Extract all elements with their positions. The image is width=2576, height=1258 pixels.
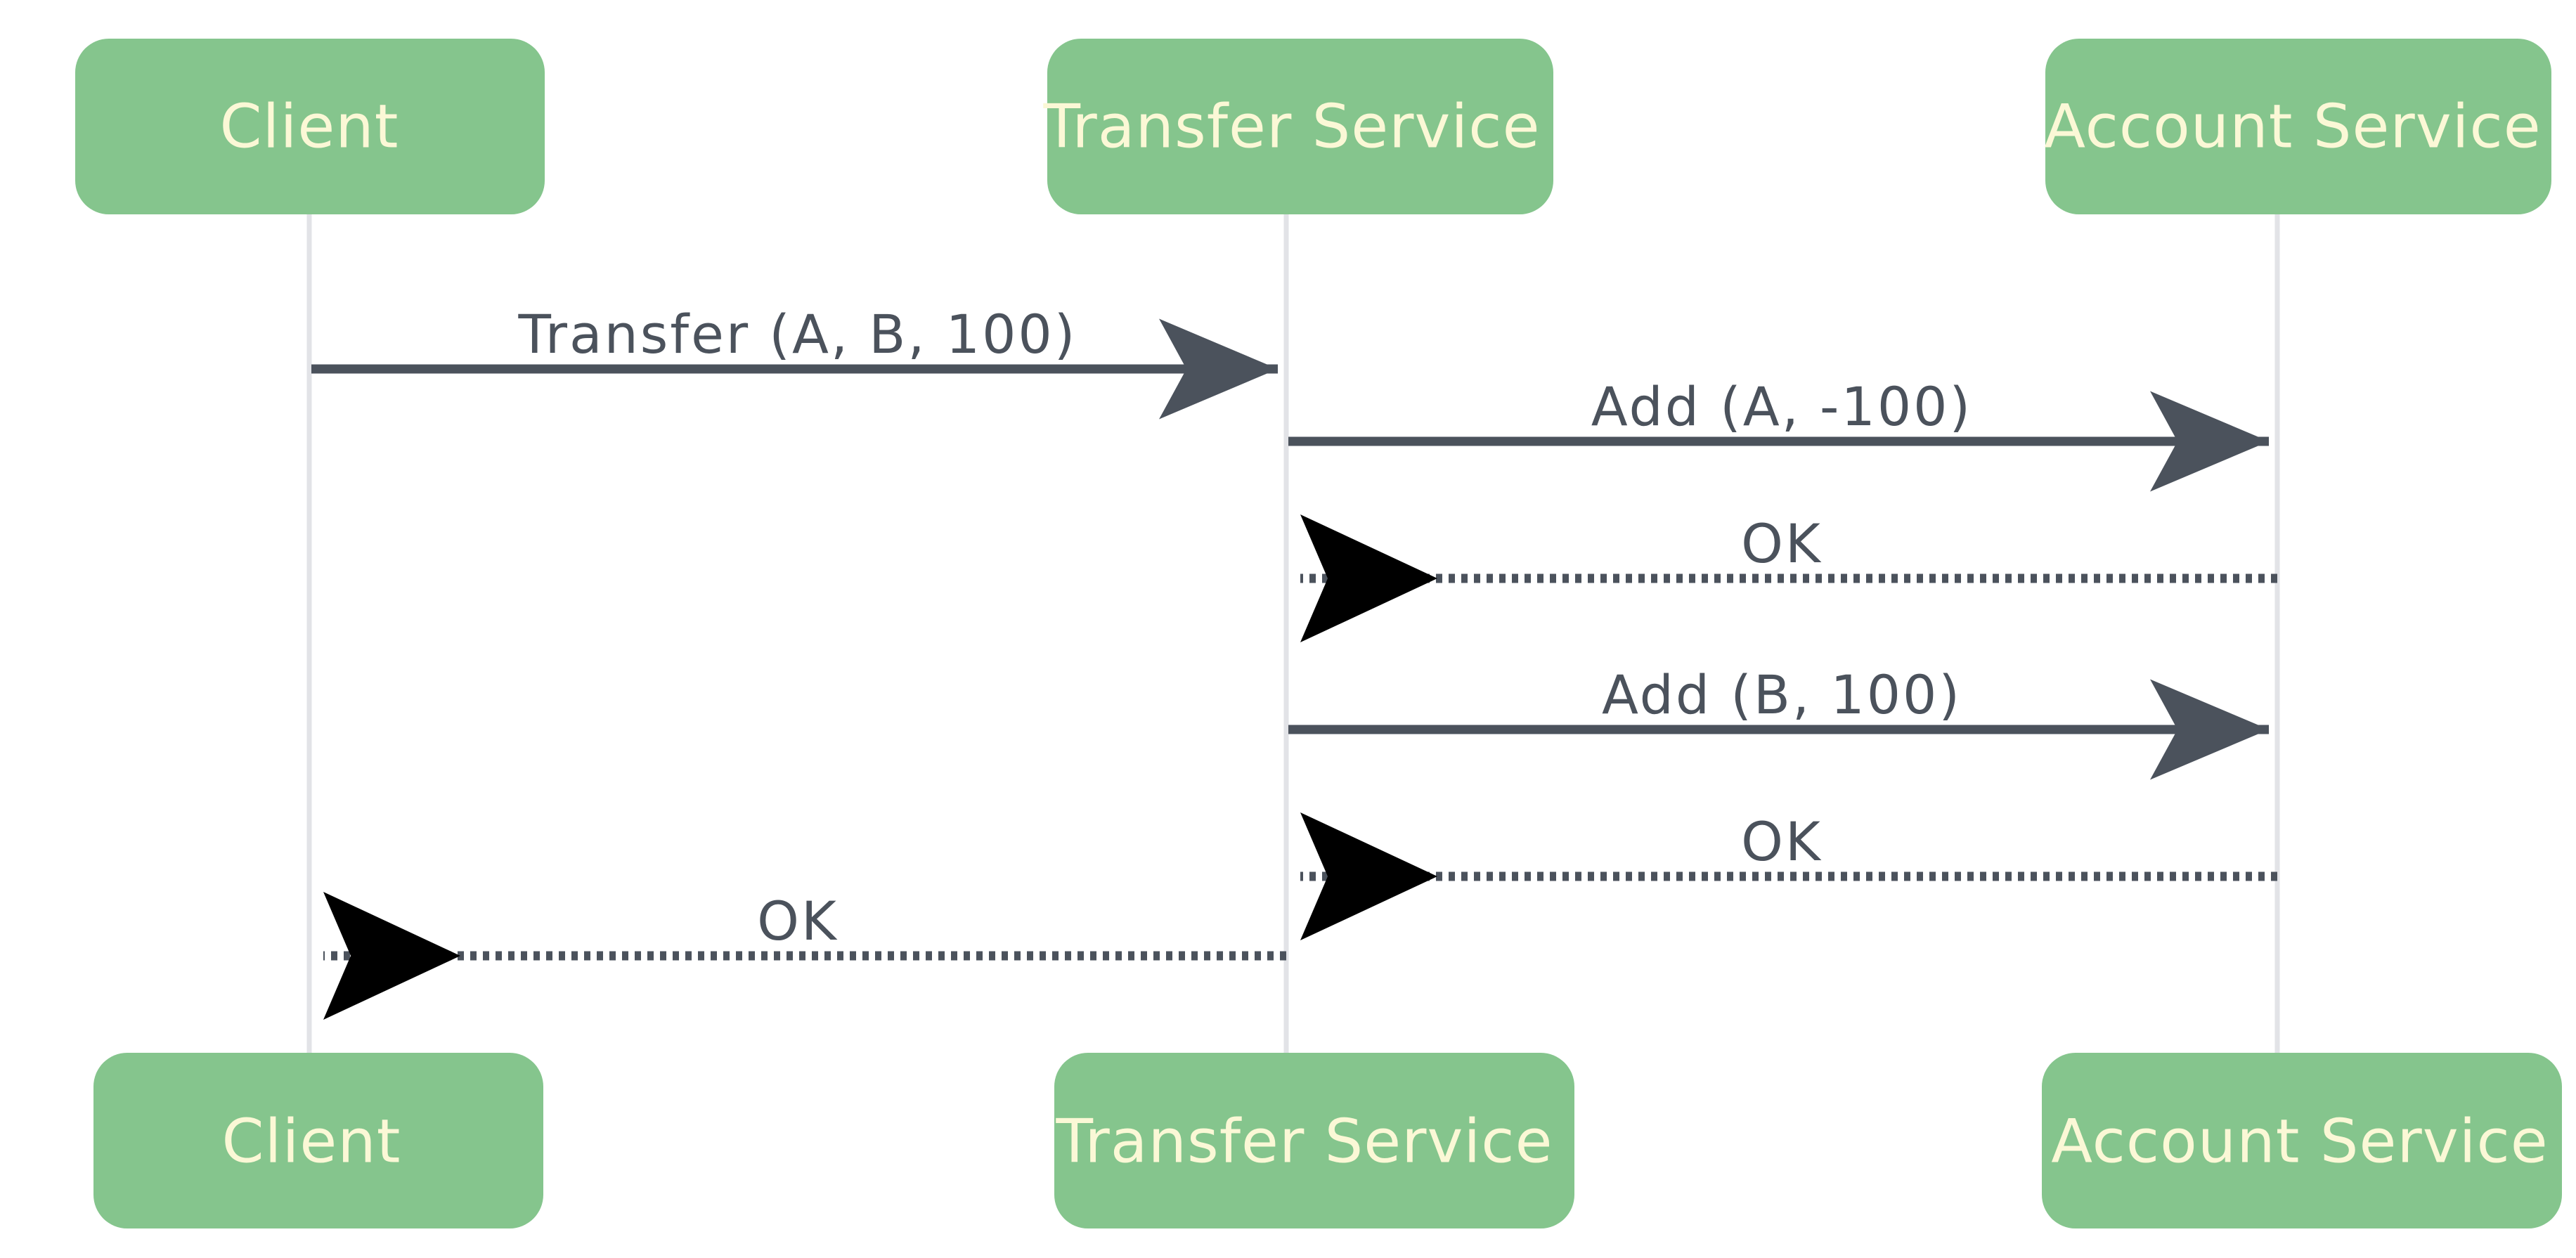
actor-box-label: Transfer Service [1056,1106,1553,1176]
footer-actor-boxes: Client Transfer Service Account Service [93,1053,2562,1228]
message-label: Transfer (A, B, 100) [518,303,1077,365]
actor-box-rect [1054,1053,1574,1228]
actor-box-client-top[interactable]: Client [75,39,545,214]
actor-box-label: Client [222,1106,401,1176]
actor-box-transfer-bottom[interactable]: Transfer Service [1054,1053,1574,1228]
actor-box-rect [2045,39,2551,214]
message-2[interactable]: Add (A, -100) [1288,375,2269,492]
message-3[interactable]: OK [1300,512,2277,642]
actor-box-rect [1047,39,1553,214]
message-label: OK [1741,512,1823,575]
actor-box-transfer-top[interactable]: Transfer Service [1043,39,1553,214]
message-label: Add (A, -100) [1591,375,1972,438]
actor-box-label: Transfer Service [1043,91,1541,162]
message-6[interactable]: OK [323,890,1286,1020]
message-label: OK [757,890,839,952]
actor-box-account-bottom[interactable]: Account Service [2042,1053,2562,1228]
message-label: Add (B, 100) [1602,663,1962,726]
message-5[interactable]: OK [1300,810,2277,940]
message-label: OK [1741,810,1823,873]
message-4[interactable]: Add (B, 100) [1288,663,2269,780]
actor-box-rect [93,1053,543,1228]
header-actor-boxes: Client Transfer Service Account Service [75,39,2551,214]
actor-box-label: Client [220,91,399,162]
actor-box-label: Account Service [2044,91,2541,162]
actor-box-label: Account Service [2051,1106,2548,1176]
actor-box-rect [75,39,545,214]
actor-box-account-top[interactable]: Account Service [2044,39,2551,214]
actor-box-rect [2042,1053,2562,1228]
message-1[interactable]: Transfer (A, B, 100) [311,303,1278,420]
lifelines-group [306,214,2280,1054]
actor-box-client-bottom[interactable]: Client [93,1053,543,1228]
